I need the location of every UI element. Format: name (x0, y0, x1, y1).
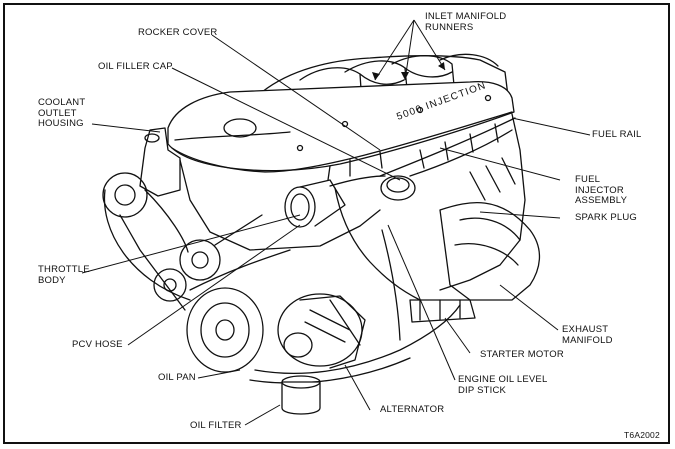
front-pulleys (102, 172, 291, 373)
label-pcv-hose: PCV HOSE (72, 339, 123, 350)
label-spark-plug: SPARK PLUG (575, 212, 638, 223)
rocker-cover (167, 80, 515, 181)
oil-pan (249, 304, 461, 384)
label-oil-filter: OIL FILTER (190, 420, 242, 431)
label-coolant-outlet-housing: COOLANT OUTLET HOUSING (38, 97, 86, 129)
leader-arrowheads (372, 62, 445, 80)
label-throttle-body: THROTTLE BODY (38, 264, 90, 286)
dipstick (381, 229, 401, 341)
exhaust-manifold (439, 157, 541, 301)
alternator (277, 293, 366, 369)
label-rocker-cover: ROCKER COVER (138, 27, 218, 38)
label-exhaust-manifold: EXHAUST MANIFOLD (562, 324, 613, 346)
inlet-manifold-runners (261, 53, 509, 105)
diagram-frame (3, 3, 670, 444)
label-fuel-rail: FUEL RAIL (592, 129, 642, 140)
oil-filler-cap (380, 175, 416, 201)
label-oil-pan: OIL PAN (158, 372, 196, 383)
label-fuel-injector-assembly: FUEL INJECTOR ASSEMBLY (575, 174, 628, 206)
throttle-body (284, 179, 346, 228)
label-inlet-manifold-runners: INLET MANIFOLD RUNNERS (425, 11, 507, 33)
label-starter-motor: STARTER MOTOR (480, 349, 564, 360)
label-engine-oil-level-dip-stick: ENGINE OIL LEVEL DIP STICK (458, 374, 548, 396)
label-oil-filler-cap: OIL FILLER CAP (98, 61, 173, 72)
oil-filter (281, 375, 321, 415)
figure-id: T6A2002 (624, 430, 660, 440)
label-alternator: ALTERNATOR (380, 404, 445, 415)
leader-lines (81, 19, 591, 426)
starter-motor (409, 299, 476, 323)
